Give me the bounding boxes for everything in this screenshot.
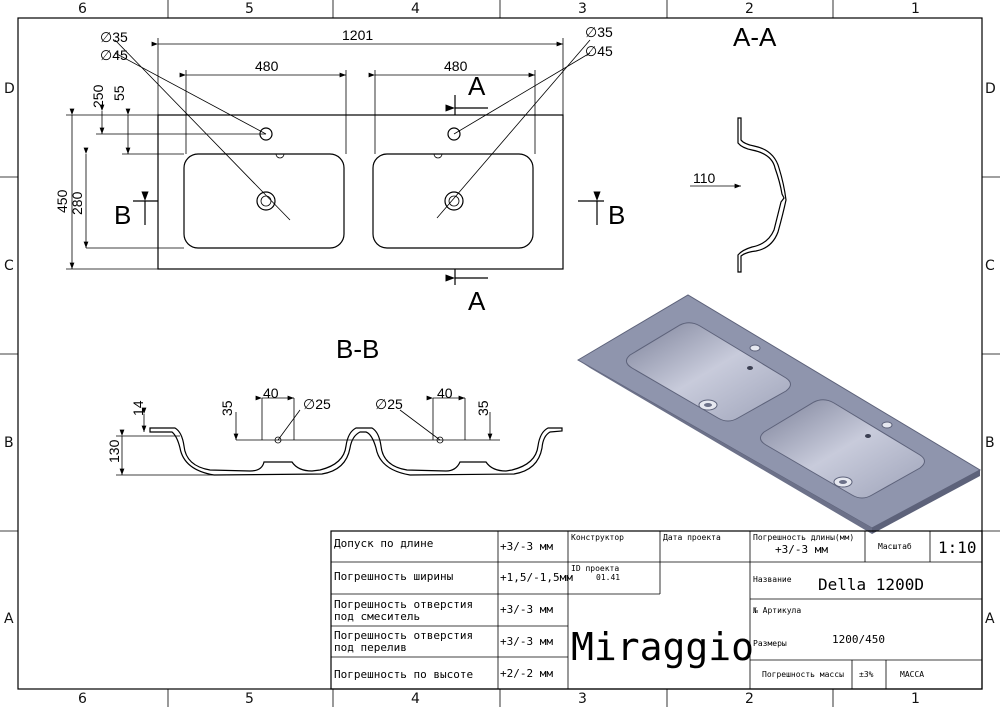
dim-130: 130	[106, 439, 122, 463]
dim-total-width: 1201	[342, 27, 373, 43]
frame-col-4-top: 4	[411, 1, 420, 17]
frame-row-c-right: C	[985, 258, 995, 274]
dim-drain-diameter-right-35: ∅35	[585, 24, 613, 40]
dim-280: 280	[69, 191, 85, 215]
tb-scale: 1:10	[938, 538, 977, 557]
tb-mass-tol-label: Погрешность массы	[762, 670, 844, 679]
tb-constructor-label: Конструктор	[571, 533, 624, 542]
tb-size: 1200/450	[832, 633, 885, 646]
tb-mass-label: МАССА	[900, 670, 924, 679]
tb-project-id: 01.41	[596, 573, 620, 582]
frame-col-3-top: 3	[578, 1, 587, 17]
dim-drain-diameter-right-45: ∅45	[585, 43, 613, 59]
frame-row-c-left: C	[4, 258, 14, 274]
tb-mass-tol: ±3%	[859, 670, 874, 679]
tb-scale-label: Масштаб	[878, 541, 912, 551]
tb-article-label: № Артикула	[752, 606, 801, 615]
frame-col-5-top: 5	[245, 1, 254, 17]
left-drain	[256, 191, 276, 211]
tb-project-id-label: ID проекта	[571, 564, 619, 573]
frame-col-5-bottom: 5	[245, 691, 254, 707]
dim-250: 250	[90, 84, 106, 108]
frame-row-a-right: A	[985, 611, 995, 627]
render-left-bowl	[626, 322, 791, 422]
tb-row-height-value: +2/-2 мм	[500, 667, 553, 680]
render-right-bowl	[760, 399, 925, 499]
right-drain	[444, 191, 464, 211]
brand-logo: Miraggio	[571, 625, 754, 669]
section-aa-title: A-A	[733, 22, 777, 52]
cut-b-left-label: B	[114, 200, 131, 230]
tb-row-overflow-label-text-line2: под перелив	[334, 641, 407, 654]
sink-3d-render	[577, 294, 982, 534]
tb-row-mixer-value: +3/-3 мм	[500, 603, 553, 616]
dim-40-left: 40	[263, 385, 279, 401]
frame-row-b-right: B	[985, 435, 995, 451]
dim-14: 14	[130, 400, 146, 416]
frame-col-1-top: 1	[911, 1, 920, 17]
frame-col-3-bottom: 3	[578, 691, 587, 707]
frame-col-4-bottom: 4	[411, 691, 420, 707]
tb-row-overflow-label-text: Погрешность отверстия	[334, 629, 473, 642]
frame-col-2-top: 2	[745, 1, 754, 17]
dim-35-left: 35	[219, 400, 235, 416]
dim-110: 110	[693, 170, 716, 186]
cut-b-right-label: B	[608, 200, 625, 230]
left-bowl-outline	[183, 153, 345, 249]
dim-bowl-width-right: 480	[444, 58, 468, 74]
tb-date-label: Дата проекта	[663, 533, 721, 542]
tb-row-width-value: +1,5/-1,5мм	[500, 571, 573, 584]
section-a-a: A-A 110	[690, 22, 787, 273]
tb-row-length-label: Допуск по длине	[334, 537, 433, 550]
dim-40-right: 40	[437, 385, 453, 401]
dim-55: 55	[111, 85, 127, 101]
tb-row-mixer-label: Погрешность отверстия под смеситель	[334, 598, 480, 623]
cut-a-top-label: A	[468, 71, 486, 101]
tb-row-overflow-label: Погрешность отверстия под перелив	[334, 629, 480, 654]
tb-length-tol-label: Погрешность длины(мм)	[753, 533, 854, 542]
tb-name: Della 1200D	[818, 575, 924, 594]
dim-35-right: 35	[475, 400, 491, 416]
tb-row-length-value: +3/-3 мм	[500, 540, 553, 553]
frame-row-d-right: D	[985, 81, 996, 97]
tb-row-height-label: Погрешность по высоте	[334, 668, 473, 681]
frame-row-d-left: D	[4, 81, 15, 97]
right-bowl-outline	[372, 153, 534, 249]
frame-row-a-left: A	[4, 611, 14, 627]
frame-col-6-top: 6	[78, 1, 87, 17]
section-aa-profile	[737, 117, 787, 273]
tb-row-width-label: Погрешность ширины	[334, 570, 454, 583]
tb-length-tol: +3/-3 мм	[775, 543, 828, 556]
frame-row-b-left: B	[4, 435, 14, 451]
top-view-outline	[157, 114, 564, 270]
dim-450: 450	[54, 189, 70, 213]
tb-row-mixer-label-text-line2: под смеситель	[334, 610, 420, 623]
section-bb-title: B-B	[336, 334, 379, 364]
dim-25-left: ∅25	[303, 396, 331, 412]
dim-drain-diameter-left-45: ∅45	[100, 47, 128, 63]
right-tap-hole	[447, 127, 461, 141]
frame-col-2-bottom: 2	[745, 691, 754, 707]
dim-25-right: ∅25	[375, 396, 403, 412]
frame-col-1-bottom: 1	[911, 691, 920, 707]
section-b-b: B-B 14 130 35 40 ∅25 ∅25 40 35	[106, 334, 563, 476]
frame-col-6-bottom: 6	[78, 691, 87, 707]
cut-a-bottom-label: A	[468, 286, 486, 316]
top-view: 1201 480 480 ∅35 ∅45 ∅35 ∅45 250 55 450 …	[54, 24, 625, 316]
title-block: Допуск по длине +3/-3 мм Погрешность шир…	[330, 530, 983, 690]
section-bb-profile	[149, 427, 563, 476]
tb-row-mixer-label-text: Погрешность отверстия	[334, 598, 473, 611]
tb-size-label: Размеры	[753, 639, 787, 648]
tb-row-overflow-value: +3/-3 мм	[500, 635, 553, 648]
tb-name-label: Название	[753, 575, 792, 584]
dim-bowl-width-left: 480	[255, 58, 279, 74]
dim-drain-diameter-left-35: ∅35	[100, 29, 128, 45]
